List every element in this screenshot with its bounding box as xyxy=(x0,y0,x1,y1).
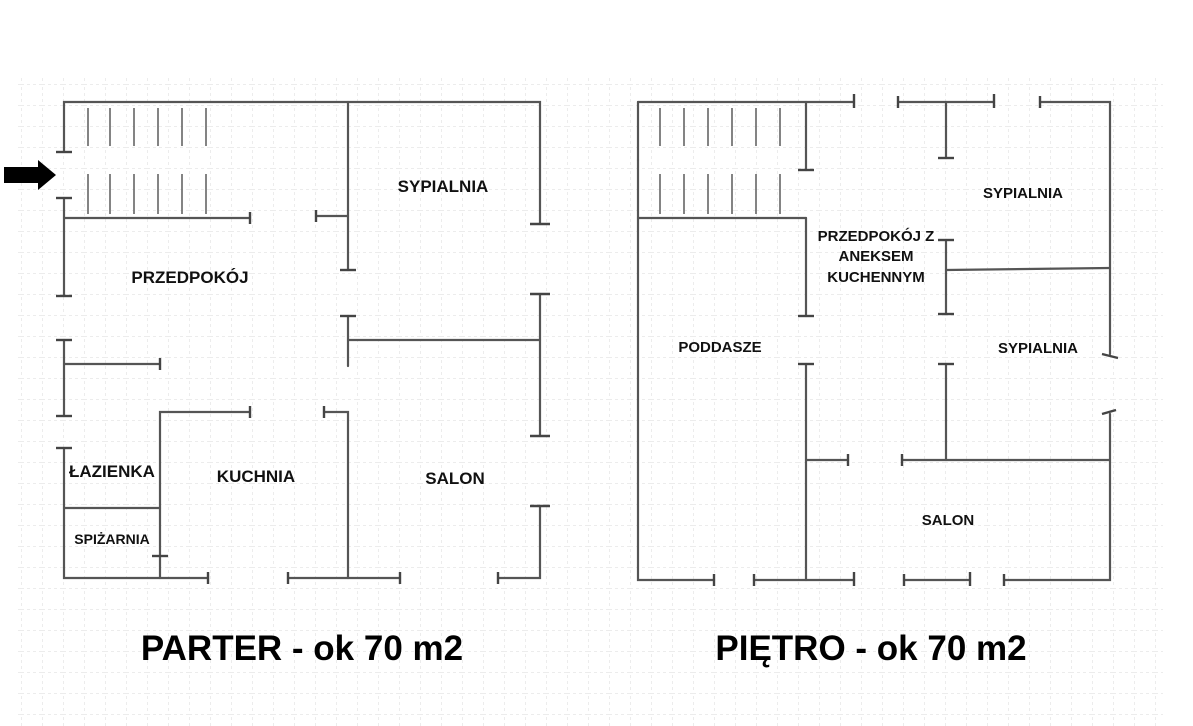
pietro-title: PIĘTRO - ok 70 m2 xyxy=(715,629,1026,668)
room-label-sypialnia-2: SYPIALNIA xyxy=(998,340,1078,357)
room-label-salon: SALON xyxy=(425,469,485,488)
parter-title: PARTER - ok 70 m2 xyxy=(141,629,463,668)
room-label-poddasze: PODDASZE xyxy=(678,339,761,356)
room-label-kuchnia: KUCHNIA xyxy=(217,467,295,486)
arrow-right-icon xyxy=(4,160,56,190)
room-label-spizarnia: SPIŻARNIA xyxy=(74,531,149,547)
pietro-plan: SYPIALNIA PRZEDPOKÓJ Z ANEKSEM KUCHENNYM… xyxy=(636,94,1119,668)
room-label-salon: SALON xyxy=(922,512,975,529)
room-label-sypialnia-1: SYPIALNIA xyxy=(983,185,1063,202)
staircase xyxy=(636,108,808,220)
staircase xyxy=(62,108,252,220)
room-label-przedpokoj-line2: ANEKSEM xyxy=(838,248,913,265)
room-label-przedpokoj-line1: PRZEDPOKÓJ Z xyxy=(818,227,935,245)
room-label-przedpokoj-line3: KUCHENNYM xyxy=(827,269,925,286)
room-label-sypialnia: SYPIALNIA xyxy=(398,177,489,196)
parter-plan: SYPIALNIA PRZEDPOKÓJ ŁAZIENKA KUCHNIA SA… xyxy=(4,100,550,668)
room-label-przedpokoj: PRZEDPOKÓJ xyxy=(131,268,248,287)
room-label-lazienka: ŁAZIENKA xyxy=(69,462,155,481)
